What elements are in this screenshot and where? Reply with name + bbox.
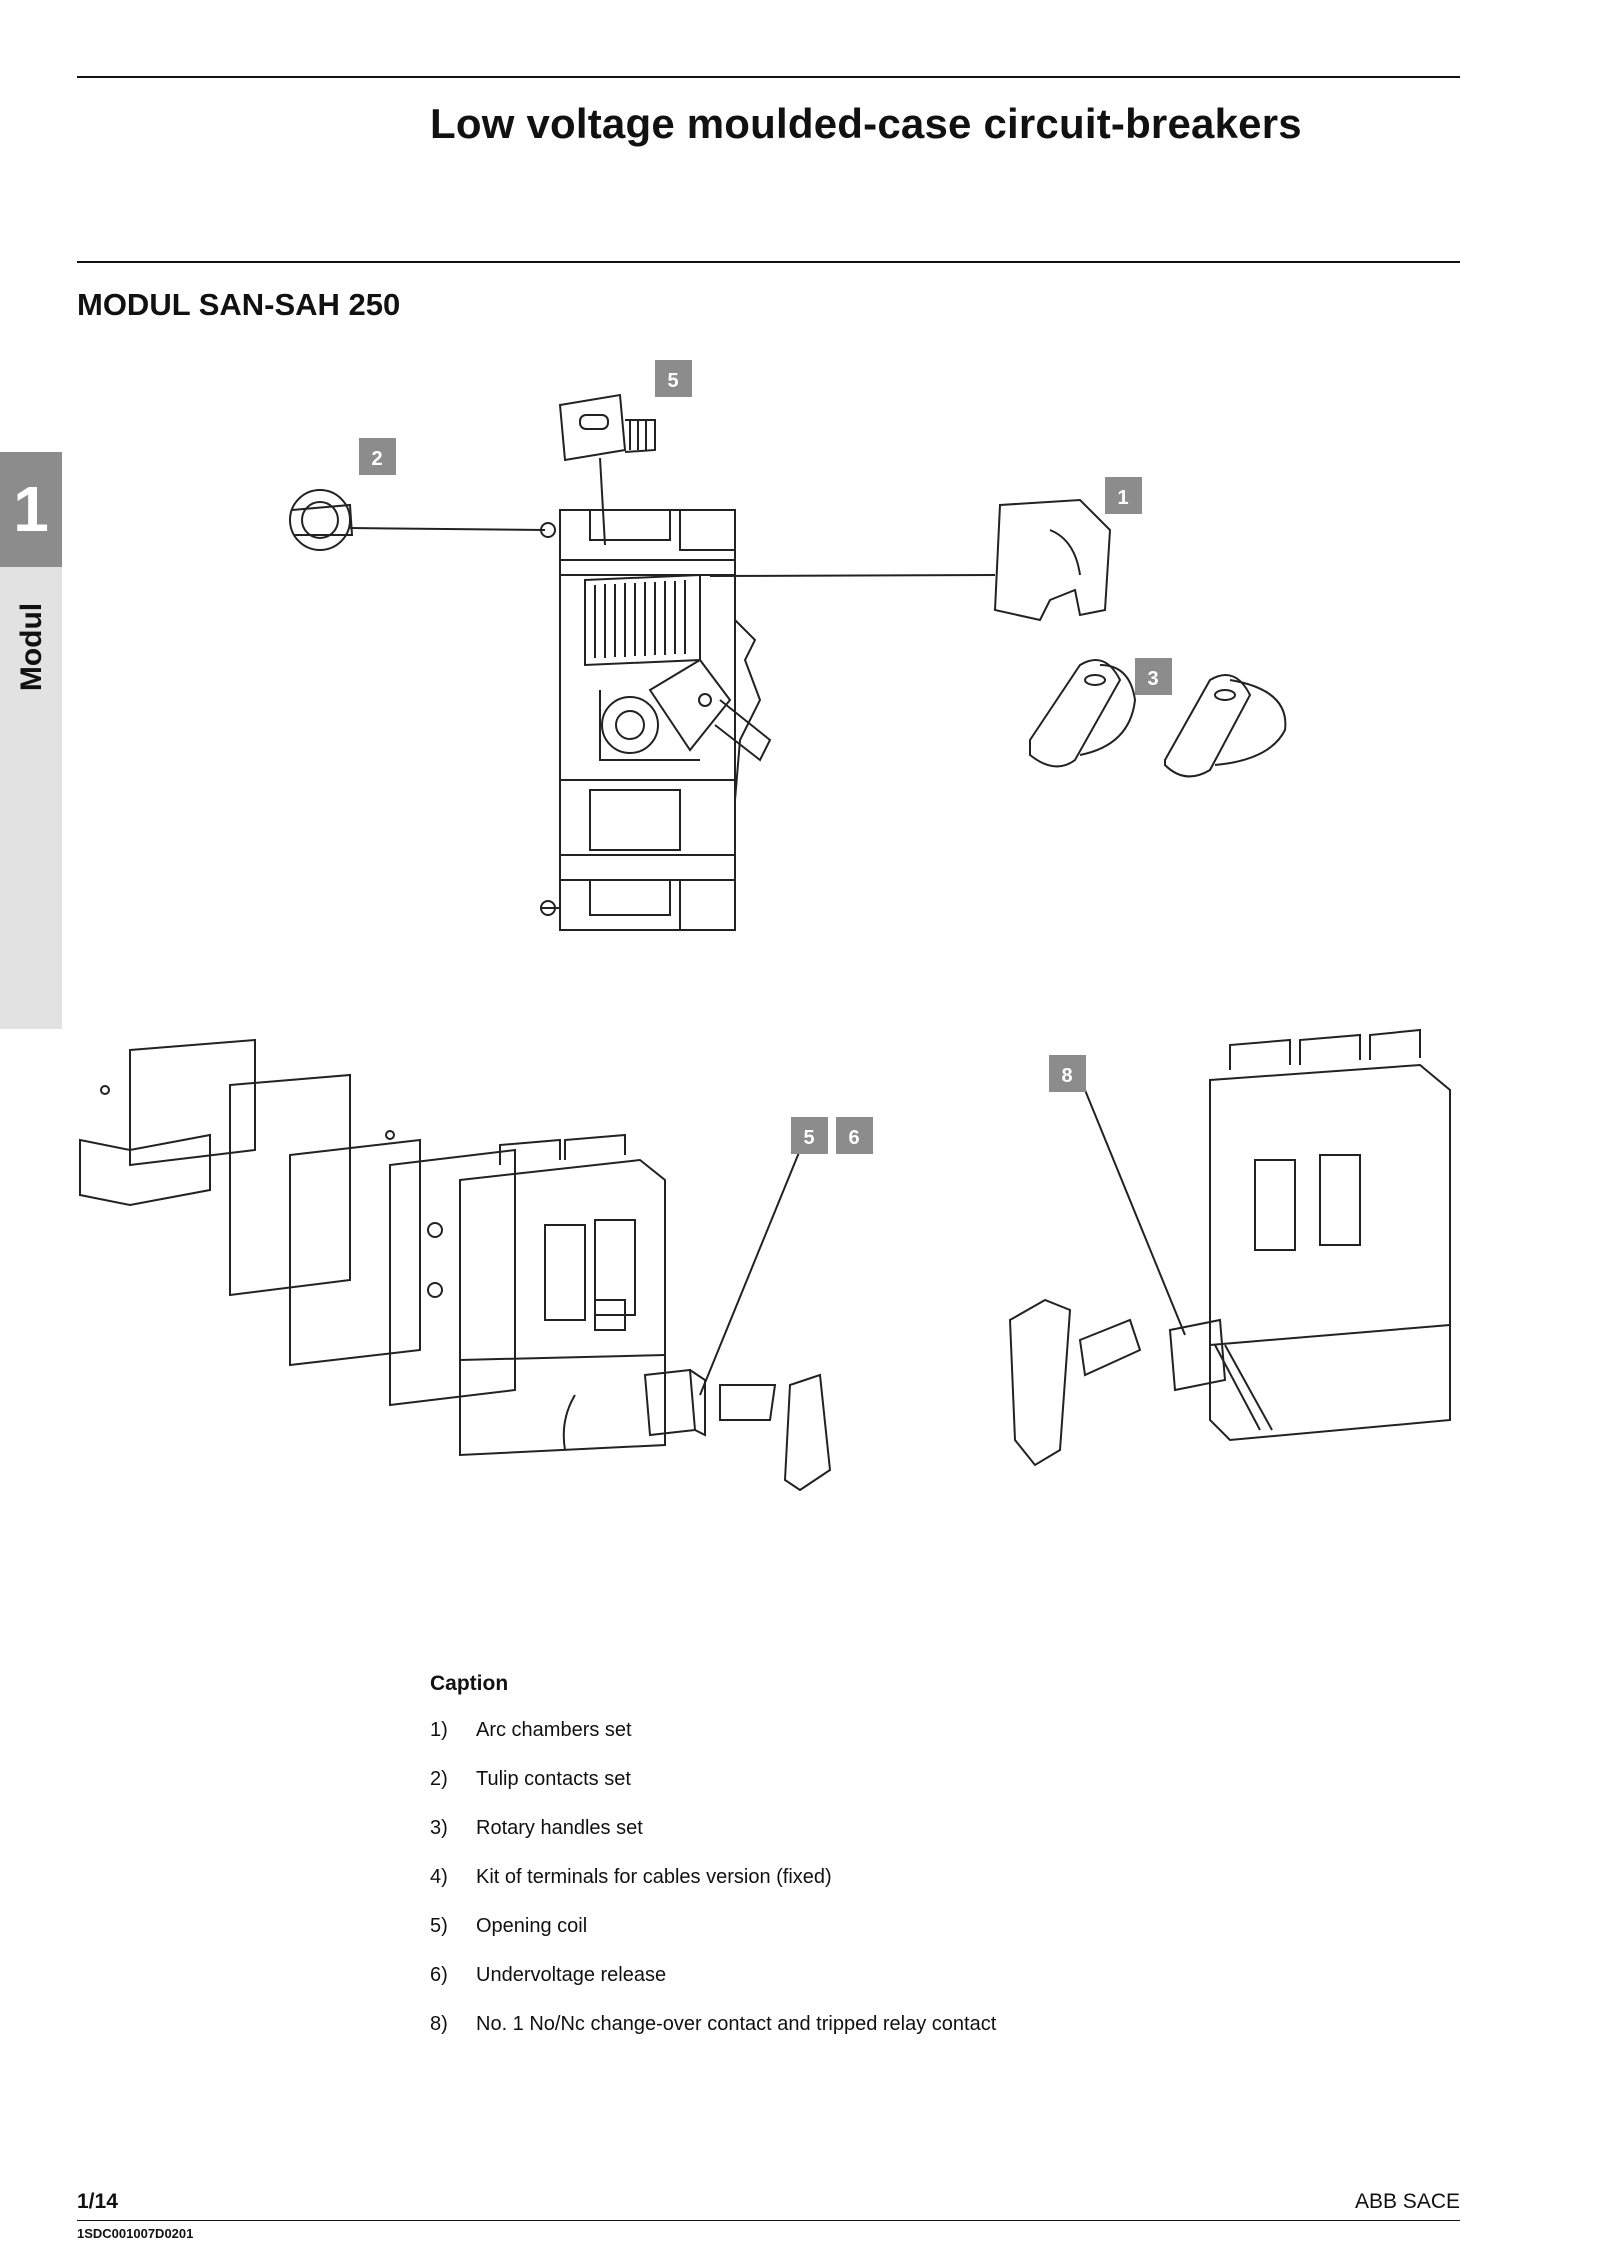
callout-1: 1 <box>1105 477 1142 514</box>
top-rule <box>77 76 1460 78</box>
caption-item-number: 5) <box>430 1915 448 1937</box>
document-code: 1SDC001007D0201 <box>77 2226 194 2241</box>
svg-text:1: 1 <box>1117 487 1128 509</box>
footer-rule <box>77 2220 1460 2221</box>
caption-item: 8) No. 1 No/Nc change-over contact and t… <box>430 2013 996 2062</box>
section-title: MODUL SAN-SAH 250 <box>77 287 401 322</box>
opening-coil-part <box>562 1149 832 1492</box>
callout-4: 5 <box>655 360 692 397</box>
caption-list: 1) Arc chambers set 2) Tulip contacts se… <box>430 1719 996 2062</box>
caption-item-text: No. 1 No/Nc change-over contact and trip… <box>476 2013 997 2035</box>
arc-chamber-part <box>709 498 1112 622</box>
caption-item: 4) Kit of terminals for cables version (… <box>430 1866 996 1915</box>
svg-text:5: 5 <box>667 370 678 392</box>
callout-3: 3 <box>1135 658 1172 695</box>
breaker-cross-section <box>540 509 772 931</box>
auxiliary-contact-part <box>1008 1089 1273 1467</box>
mounting-plates <box>79 1038 516 1407</box>
breaker-body-left <box>459 1133 666 1457</box>
svg-text:5: 5 <box>803 1127 814 1149</box>
callout-2: 2 <box>359 438 396 475</box>
caption-item-number: 2) <box>430 1768 448 1790</box>
callout-6: 6 <box>836 1117 873 1154</box>
caption-item-number: 6) <box>430 1964 448 1986</box>
page-number: 1/14 <box>77 2190 118 2213</box>
caption-item: 6) Undervoltage release <box>430 1964 996 2013</box>
caption-item-number: 1) <box>430 1719 448 1741</box>
caption-item: 1) Arc chambers set <box>430 1719 996 1768</box>
tulip-contact-part <box>289 489 546 551</box>
caption-item-text: Kit of terminals for cables version (fix… <box>476 1866 832 1888</box>
terminal-part <box>558 393 656 546</box>
exploded-diagram: 5 2 1 3 5 6 8 <box>79 360 1451 1492</box>
caption-item-text: Tulip contacts set <box>476 1768 631 1790</box>
caption-item-number: 3) <box>430 1817 448 1839</box>
breaker-body-right <box>1209 1028 1451 1442</box>
callout-5: 5 <box>791 1117 828 1154</box>
caption-item-text: Opening coil <box>476 1915 588 1937</box>
brand-name: ABB SACE <box>1354 2190 1460 2213</box>
caption-item-text: Arc chambers set <box>476 1719 632 1741</box>
caption-item: 5) Opening coil <box>430 1915 996 1964</box>
caption-item-number: 8) <box>430 2013 448 2035</box>
svg-text:6: 6 <box>848 1127 859 1149</box>
svg-text:2: 2 <box>371 448 382 470</box>
section-rule <box>77 261 1460 263</box>
caption-item: 3) Rotary handles set <box>430 1817 996 1866</box>
caption-item: 2) Tulip contacts set <box>430 1768 996 1817</box>
caption-item-text: Rotary handles set <box>476 1817 643 1839</box>
svg-text:3: 3 <box>1147 668 1158 690</box>
caption-item-text: Undervoltage release <box>476 1964 667 1986</box>
page-title: Low voltage moulded-case circuit-breaker… <box>430 100 1302 147</box>
side-tab-number: 1 <box>0 452 62 567</box>
callout-8: 8 <box>1049 1055 1086 1092</box>
caption-item-number: 4) <box>430 1866 448 1888</box>
rotary-handles-part <box>1029 659 1287 778</box>
caption-title: Caption <box>430 1672 509 1695</box>
svg-text:8: 8 <box>1061 1065 1072 1087</box>
